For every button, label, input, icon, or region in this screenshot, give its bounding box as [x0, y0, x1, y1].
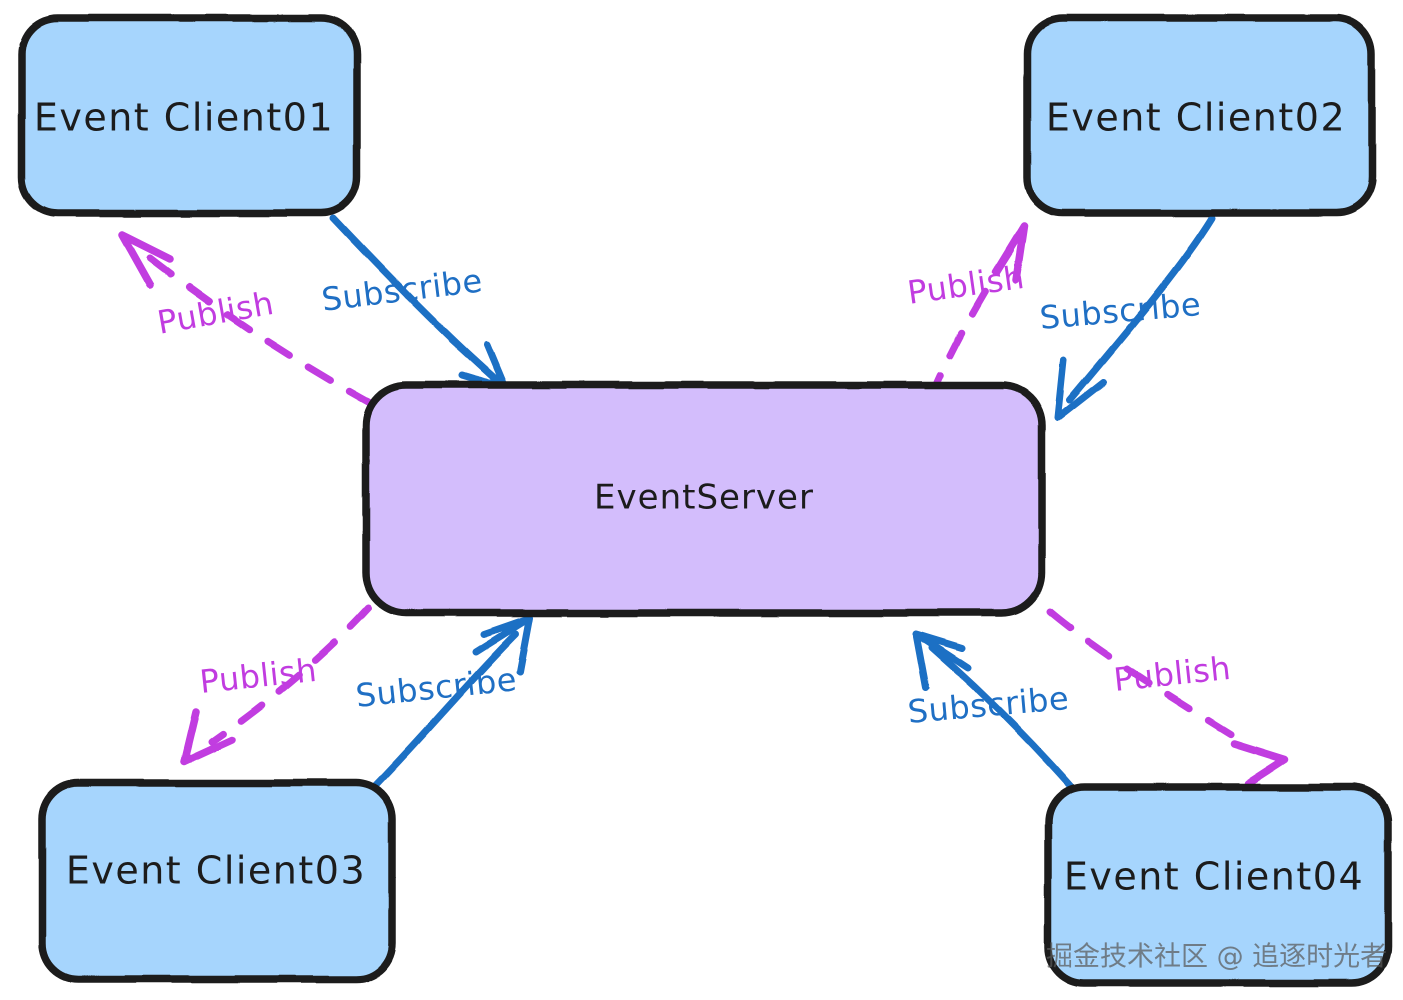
edge-label-subscribe-client01: Subscribe [319, 261, 484, 318]
edge-label-subscribe-client02: Subscribe [1038, 285, 1202, 337]
arrowhead [448, 336, 509, 392]
edge-label-subscribe-client04: Subscribe [906, 679, 1070, 731]
edge-publish-client04 [1046, 608, 1289, 788]
arrowhead [1230, 740, 1289, 788]
arrowhead [118, 231, 174, 289]
node-eventserver[interactable]: EventServer [362, 381, 1046, 617]
node-shape [18, 14, 361, 217]
node-client03-label: Event Client03 [66, 849, 366, 893]
arrowhead [912, 630, 972, 692]
edge-line [146, 254, 376, 408]
edge-label-publish-client02: Publish [905, 258, 1027, 312]
edge-label-publish-client01: Publish [154, 284, 276, 342]
node-client04[interactable]: Event Client04 [1044, 783, 1392, 987]
edge-label-subscribe-client03: Subscribe [354, 660, 519, 715]
arrowhead [472, 614, 534, 676]
node-shape [1044, 783, 1392, 987]
watermark-text: 掘金技术社区 @ 追逐时光者 [1046, 942, 1387, 973]
edge-subscribe-client03 [370, 614, 534, 791]
node-shape [1023, 14, 1376, 217]
edge-label-publish-client04: Publish [1112, 649, 1233, 699]
edge-subscribe-client02 [1054, 214, 1216, 422]
node-shape [362, 381, 1046, 617]
edge-publish-client02 [926, 222, 1028, 404]
edge-line [208, 604, 372, 746]
node-client03[interactable]: Event Client03 [38, 779, 396, 983]
node-client01-label: Event Client01 [34, 96, 334, 140]
node-eventserver-label: EventServer [594, 478, 814, 518]
node-client01[interactable]: Event Client01 [18, 14, 361, 217]
edge-label-publish-client03: Publish [198, 651, 319, 701]
edge-subscribe-client04 [912, 630, 1078, 794]
node-client02[interactable]: Event Client02 [1023, 14, 1376, 217]
arrowhead [1054, 356, 1108, 422]
edge-publish-client01 [118, 231, 376, 408]
edge-publish-client03 [180, 604, 372, 766]
edge-line [928, 644, 1078, 794]
node-client04-label: Event Client04 [1064, 855, 1364, 899]
edge-line [1046, 608, 1244, 744]
arrowhead [992, 222, 1028, 284]
edge-line [370, 630, 520, 791]
arrowhead [180, 708, 236, 766]
node-client02-label: Event Client02 [1046, 96, 1346, 140]
node-shape [38, 779, 396, 983]
edge-line [1066, 214, 1216, 404]
